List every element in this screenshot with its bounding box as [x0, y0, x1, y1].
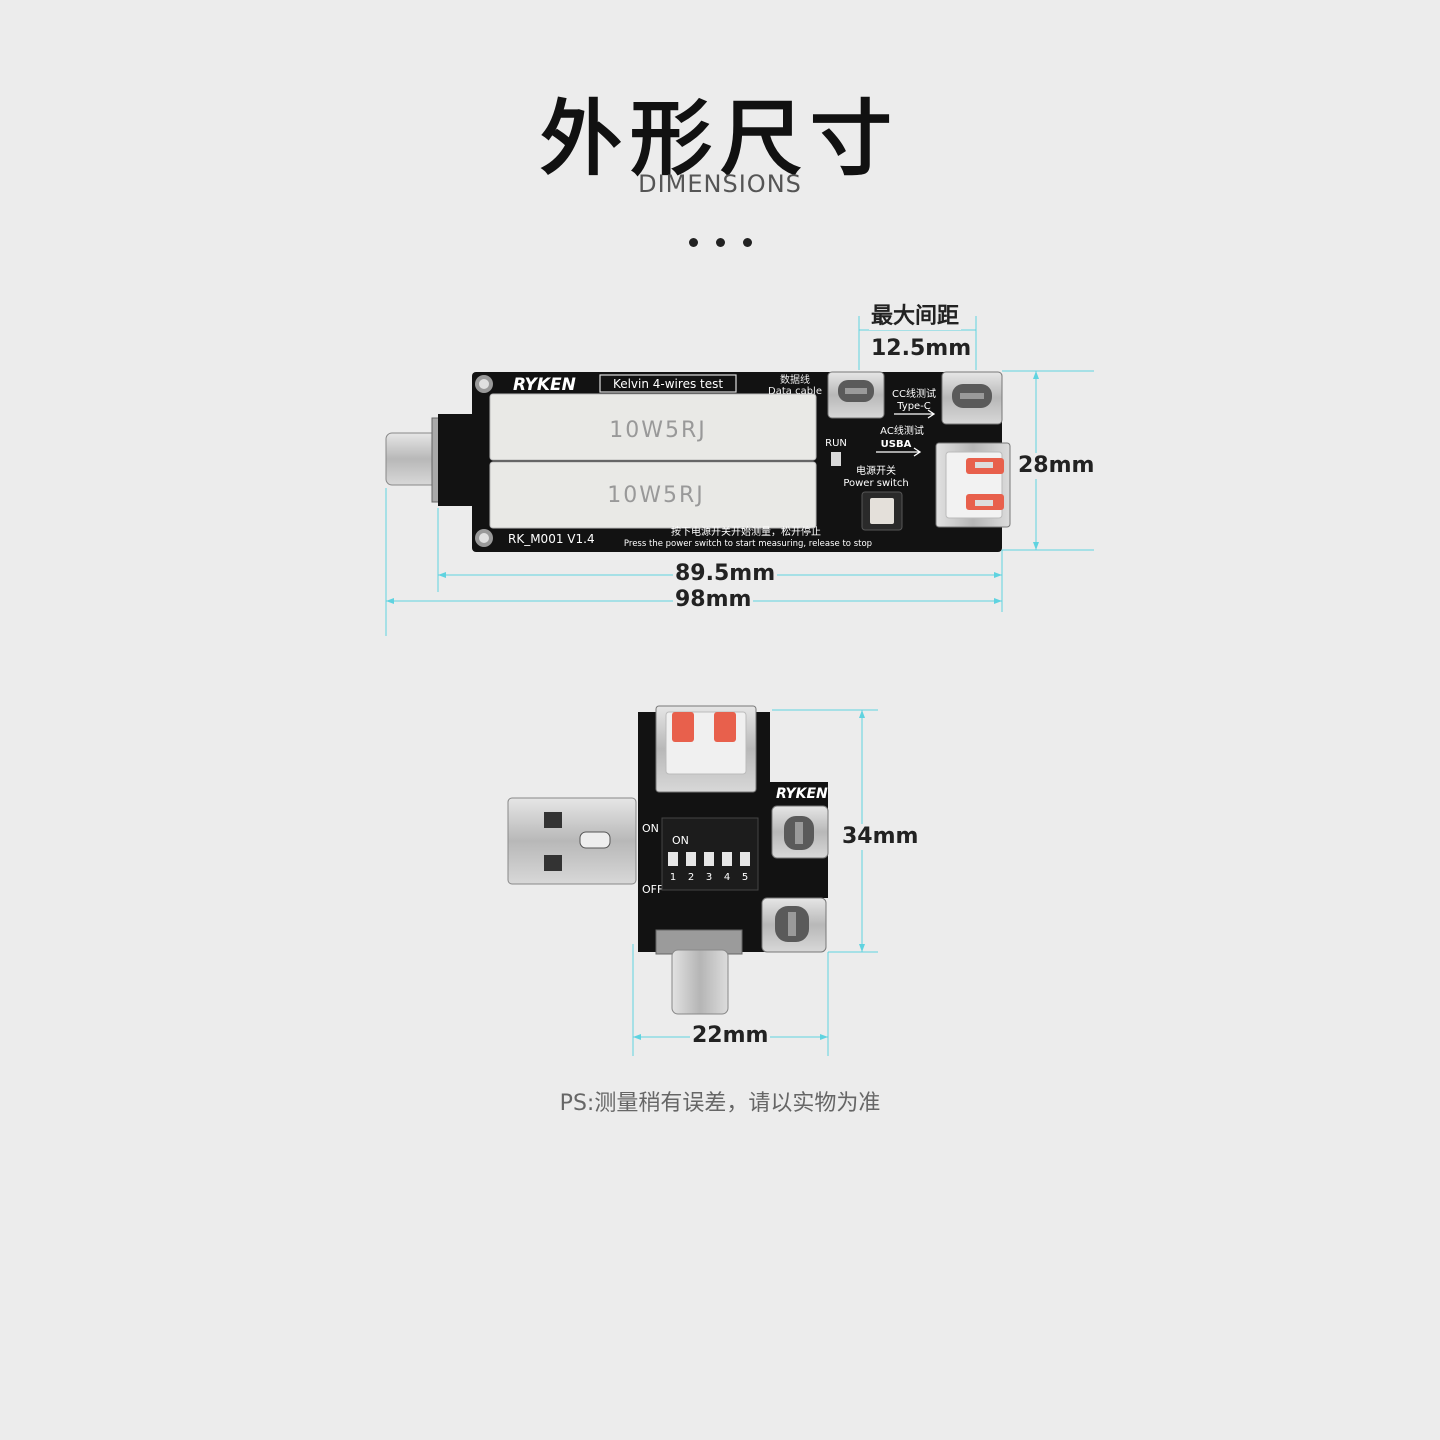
- dim-height-34: 34mm: [840, 824, 921, 850]
- cc-test-en: Type-C: [896, 401, 931, 412]
- type-c-plug-bottom: [671, 949, 729, 1015]
- dim-width-22: 22mm: [690, 1023, 771, 1049]
- resistor-1: [489, 393, 817, 461]
- dip-on-label: ON: [642, 822, 659, 835]
- kelvin-label: Kelvin 4-wires test: [613, 377, 723, 391]
- run-led: [831, 452, 841, 466]
- instruction-en: Press the power switch to start measurin…: [624, 539, 872, 549]
- model-label: RK_M001 V1.4: [508, 532, 595, 546]
- dim-height-28: 28mm: [1016, 453, 1097, 479]
- dim-length-98: 98mm: [673, 587, 754, 613]
- footer-note: PS:测量稍有误差，请以实物为准: [559, 1091, 881, 1116]
- brand-logo: RYKEN: [513, 375, 576, 395]
- data-cable-en: Data cable: [768, 386, 822, 397]
- usb-a-plug: [507, 797, 637, 885]
- resistor-1-label: 10W5RJ: [609, 418, 707, 443]
- instruction-cn: 按下电源开关开始测量，松开停止: [671, 525, 821, 538]
- resistor-2-label: 10W5RJ: [607, 483, 705, 508]
- board-2-dimensions: [632, 709, 878, 1056]
- dip-off-label: OFF: [642, 883, 663, 896]
- dip-number-2: 2: [688, 872, 694, 883]
- data-cable-cn: 数据线: [780, 373, 810, 386]
- dip-switch-on: ON: [672, 834, 689, 847]
- dip-number-4: 4: [724, 872, 730, 883]
- dip-number-3: 3: [706, 872, 712, 883]
- power-en: Power switch: [843, 478, 908, 489]
- dip-number-5: 5: [742, 872, 748, 883]
- dim-max-gap-value: 12.5mm: [869, 336, 974, 362]
- dim-max-gap-label: 最大间距: [869, 304, 962, 330]
- ac-test-cn: AC线测试: [880, 424, 924, 437]
- board-1: 10W5RJ 10W5RJ RYKEN Kelvin 4-wires test …: [385, 371, 1011, 552]
- board-2: RYKEN ON OFF ON 1 2 3 4 5: [507, 705, 829, 1015]
- page-subtitle: DIMENSIONS: [638, 170, 802, 198]
- power-cn: 电源开关: [856, 464, 896, 477]
- ac-test-en: USBA: [881, 439, 912, 450]
- board-2-brand: RYKEN: [776, 786, 828, 802]
- cc-test-cn: CC线测试: [892, 387, 936, 400]
- dim-length-89-5: 89.5mm: [673, 561, 778, 587]
- resistor-2: [489, 461, 817, 529]
- page-title: 外形尺寸: [539, 92, 900, 187]
- dip-number-1: 1: [670, 872, 676, 883]
- run-label: RUN: [825, 438, 847, 449]
- divider-dots: [0, 232, 1440, 251]
